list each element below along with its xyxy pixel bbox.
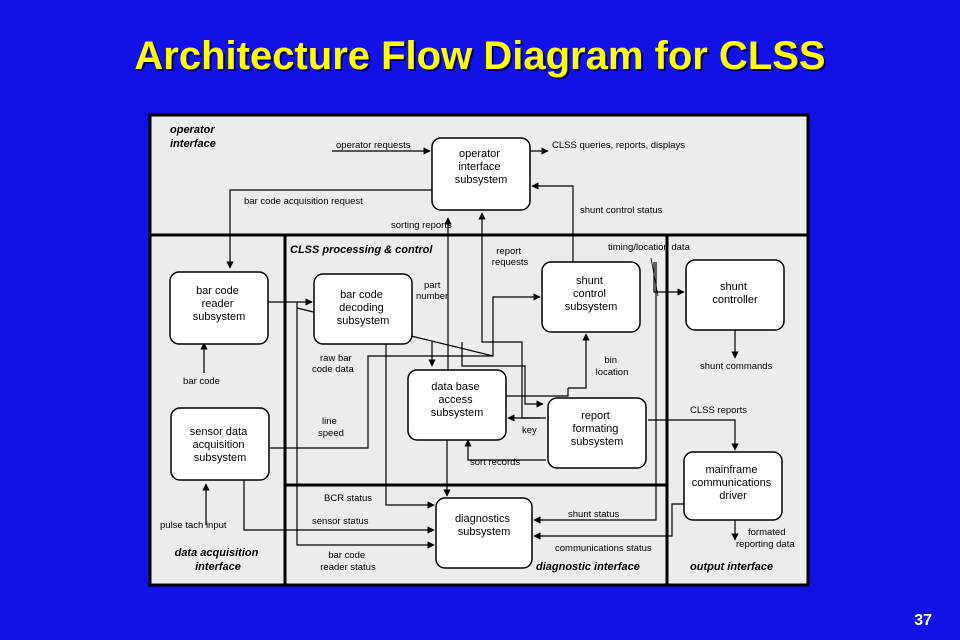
flow-shunt-control-status — [531, 182, 574, 262]
flow-db-to-report — [461, 342, 544, 408]
box-bar-code-reader-subsystem-label: bar code reader subsystem — [193, 285, 246, 323]
box-shunt-controller — [685, 259, 785, 331]
flow-bar-code-reader-status — [296, 302, 435, 549]
box-report-formating-subsystem-label: report formating subsystem — [571, 410, 624, 448]
flow-timing-location-data — [653, 262, 685, 296]
flow-sensor-status — [243, 480, 435, 534]
box-bar-code-decoding-subsystem — [313, 273, 413, 345]
timing-location-leader — [650, 257, 659, 297]
box-operator-interface-subsystem-label: operator interface subsystem — [455, 148, 508, 186]
flow-line-speed — [270, 355, 493, 449]
label-line-speed: line speed — [318, 416, 344, 439]
box-mainframe-communications-driver-label: mainframe communications driver — [692, 464, 775, 502]
flow-shunt-status — [533, 262, 657, 524]
box-data-base-access-subsystem-label: data base access subsystem — [431, 381, 484, 419]
label-shunt-commands: shunt commands — [700, 361, 773, 372]
label-shunt-control-status: shunt control status — [580, 205, 663, 216]
label-clss-reports: CLSS reports — [690, 405, 747, 416]
box-diagnostics-subsystem-label: diagnostics subsystem — [455, 513, 513, 538]
label-operator-requests: operator requests — [336, 140, 411, 151]
region-label-diagnostic-interface: diagnostic interface — [536, 561, 640, 573]
label-bar-code-acquisition-request: bar code acquisition request — [244, 196, 363, 207]
architecture-flow-diagram: operator interface CLSS processing & con… — [148, 113, 810, 587]
box-sensor-data-acquisition-subsystem — [170, 407, 270, 481]
label-raw-bar-code-data: raw bar code data — [312, 353, 354, 375]
flow-sort-records — [464, 439, 546, 461]
box-mainframe-communications-driver — [683, 451, 783, 521]
box-data-base-access-subsystem — [407, 369, 507, 441]
label-bin-location: bin location — [596, 355, 629, 378]
region-label-data-acquisition: data acquisition interface — [175, 547, 262, 573]
label-timing-location-data: timing/location data — [608, 242, 691, 253]
box-report-formating-subsystem — [547, 397, 647, 469]
box-sensor-data-acquisition-subsystem-label: sensor data acquisition subsystem — [190, 426, 251, 464]
page-number: 37 — [914, 612, 932, 629]
label-clss-queries: CLSS queries, reports, displays — [552, 140, 685, 151]
region-label-clss-processing: CLSS processing & control — [290, 244, 433, 256]
box-shunt-controller-label: shunt controller — [712, 281, 758, 306]
box-operator-interface-subsystem — [431, 137, 531, 211]
label-sorting-reports: sorting reports — [391, 220, 452, 231]
flow-bar-code-acquisition-request — [226, 189, 432, 269]
label-bcr-status: BCR status — [324, 493, 372, 504]
label-communications-status: communications status — [555, 543, 652, 554]
flow-key-upper — [505, 388, 569, 397]
label-bar-code: bar code — [183, 376, 220, 387]
label-bar-code-reader-status: bar code reader status — [320, 550, 376, 573]
label-shunt-status: shunt status — [568, 509, 619, 520]
label-sort-records: sort records — [470, 457, 520, 468]
label-report-requests: report requests — [492, 246, 529, 268]
flow-bin-location — [568, 333, 590, 389]
box-bar-code-decoding-subsystem-label: bar code decoding subsystem — [337, 289, 390, 327]
region-label-output-interface: output interface — [690, 561, 773, 573]
region-label-operator-interface: operator interface — [170, 124, 218, 150]
flow-bcr-status — [385, 344, 435, 509]
box-shunt-control-subsystem-label: shunt control subsystem — [565, 275, 618, 313]
label-key: key — [522, 425, 537, 436]
label-formated-reporting-data: formated reporting data — [736, 527, 795, 550]
flow-clss-reports — [648, 419, 739, 451]
box-shunt-control-subsystem — [541, 261, 641, 333]
box-bar-code-reader-subsystem — [169, 271, 269, 345]
label-part-number: part number — [416, 280, 448, 302]
label-sensor-status: sensor status — [312, 516, 369, 527]
slide-title: Architecture Flow Diagram for CLSS — [134, 34, 826, 78]
box-diagnostics-subsystem — [435, 497, 533, 569]
flow-communications-status — [533, 503, 684, 540]
label-pulse-tach-input: pulse tach input — [160, 520, 227, 531]
